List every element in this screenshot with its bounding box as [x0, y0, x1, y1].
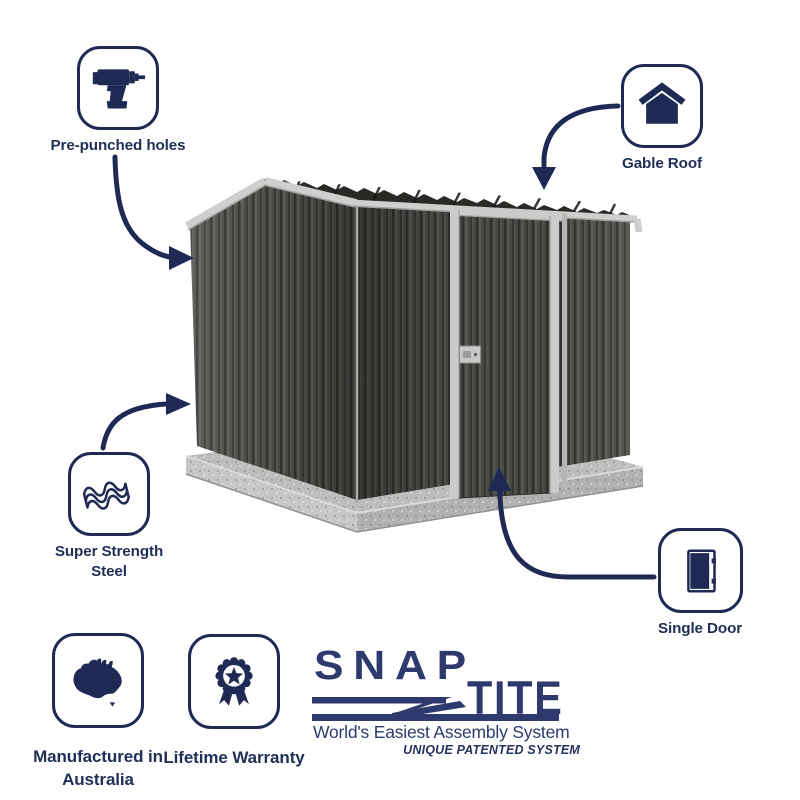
logo-tagline: World's Easiest Assembly System: [313, 722, 570, 742]
snaptite-logo: SNAP TITE World's Easiest Assembly Syste…: [312, 645, 584, 765]
logo-word-tite: TITE: [467, 671, 564, 724]
feature-label: Single Door: [657, 620, 743, 637]
feature-super-strength-steel: Super Strength Steel: [29, 452, 189, 582]
feature-label: Lifetime Warranty: [163, 748, 305, 767]
award-medal-icon: [188, 634, 280, 729]
australia-map-icon-glyph: [73, 658, 122, 707]
drill-icon-glyph: [92, 69, 146, 109]
shed-gable-wall: [190, 179, 357, 500]
feature-label: Pre-punched holes: [50, 137, 186, 154]
arrow-super-strength-steel: [100, 393, 191, 451]
arrow-single-door: [488, 467, 657, 580]
gable-roof-icon: [621, 64, 703, 148]
snaptite-logo-graphics: [312, 697, 559, 721]
award-medal-icon-glyph: [215, 656, 253, 706]
corrugated-steel-icon-glyph: [82, 481, 130, 510]
logo-subtagline: UNIQUE PATENTED SYSTEM: [403, 743, 580, 757]
logo-word-snap: SNAP: [314, 642, 476, 688]
single-door-icon: [657, 528, 743, 613]
feature-manufactured-in-australia: Manufactured in Australia: [23, 633, 173, 791]
feature-single-door: Single Door: [625, 528, 775, 639]
corrugated-steel-icon: [68, 452, 150, 536]
door-handle: [459, 345, 481, 364]
feature-gable-roof: Gable Roof: [592, 64, 732, 174]
arrow-gable-roof: [532, 103, 621, 190]
drill-icon: [77, 46, 159, 130]
gable-roof-icon-glyph: [638, 82, 686, 124]
single-door-icon-glyph: [687, 548, 716, 593]
feature-lifetime-warranty: Lifetime Warranty: [159, 634, 309, 769]
feature-label: Super Strength Steel: [54, 543, 164, 580]
australia-map-icon: [52, 633, 144, 728]
arrow-pre-punched-holes: [112, 154, 194, 270]
feature-label: Manufactured in Australia: [33, 747, 163, 789]
feature-pre-punched-holes: Pre-punched holes: [48, 46, 188, 156]
shed-door: [449, 206, 567, 499]
feature-label: Gable Roof: [621, 155, 702, 172]
